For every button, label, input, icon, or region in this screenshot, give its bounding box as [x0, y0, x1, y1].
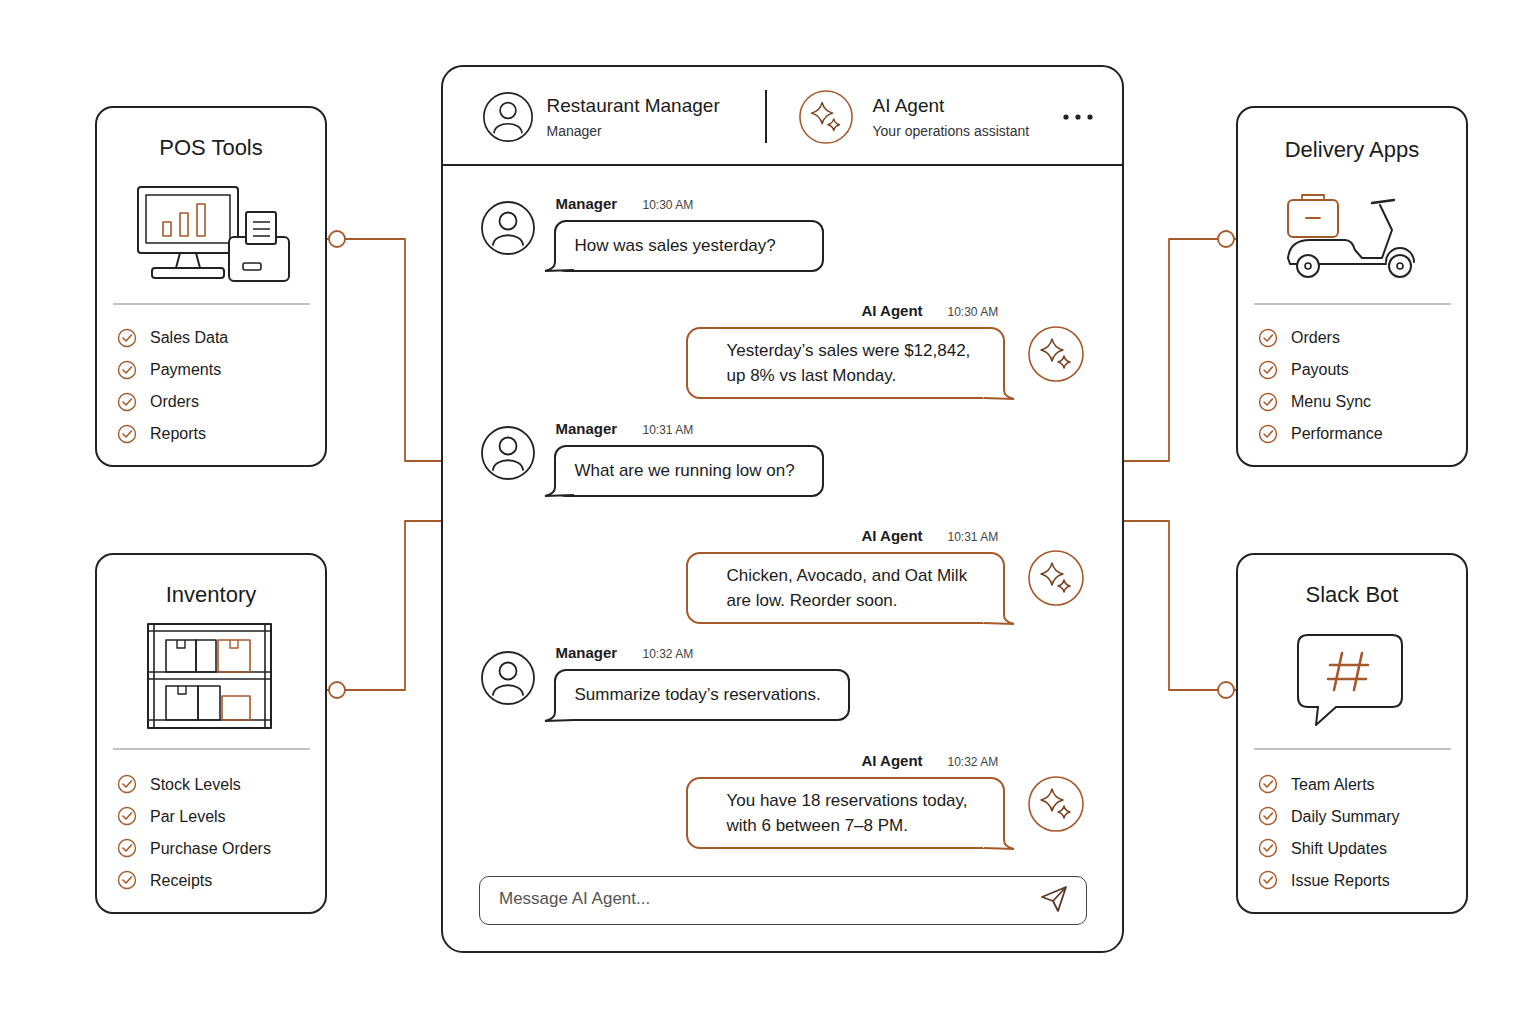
connector-line — [1124, 521, 1236, 690]
integration-card: InventoryStock LevelsPar LevelsPurchase … — [95, 553, 327, 914]
sender-name: AI Agent — [862, 526, 942, 546]
manager-message: Manager10:32 AMSummarize today’s reserva… — [554, 669, 850, 721]
connector-port — [1218, 682, 1234, 698]
user-role: Manager — [547, 122, 747, 140]
message-text: You have 18 reservations today, with 6 b… — [727, 788, 983, 838]
agent-name: AI Agent — [873, 94, 1073, 118]
sender-name: Manager — [556, 419, 636, 439]
capability-item: Menu Sync — [1291, 392, 1461, 412]
sender-name: AI Agent — [862, 301, 942, 321]
message-text: Yesterday’s sales were $12,842, up 8% vs… — [727, 338, 983, 388]
timestamp: 10:32 AM — [948, 754, 1028, 770]
timestamp: 10:31 AM — [948, 529, 1028, 545]
capability-item: Issue Reports — [1291, 871, 1461, 891]
capability-item: Payments — [150, 360, 320, 380]
agent-message: AI Agent10:31 AMChicken, Avocado, and Oa… — [686, 552, 1005, 624]
message-text: How was sales yesterday? — [575, 234, 815, 258]
capability-item: Performance — [1291, 424, 1461, 444]
sender-name: Manager — [556, 643, 636, 663]
message-input: Message AI Agent... — [479, 876, 1087, 925]
connector-line — [327, 239, 441, 461]
message-text: What are we running low on? — [575, 459, 815, 483]
connector-port — [329, 682, 345, 698]
capability-item: Payouts — [1291, 360, 1461, 380]
capability-item: Sales Data — [150, 328, 320, 348]
capability-item: Purchase Orders — [150, 839, 320, 859]
timestamp: 10:32 AM — [643, 646, 723, 662]
timestamp: 10:30 AM — [948, 304, 1028, 320]
sender-name: Manager — [556, 194, 636, 214]
message-text: Chicken, Avocado, and Oat Milk are low. … — [727, 563, 983, 613]
capability-item: Stock Levels — [150, 775, 320, 795]
integration-card: POS ToolsSales DataPaymentsOrdersReports — [95, 106, 327, 467]
connector-line — [1124, 239, 1236, 461]
user-name: Restaurant Manager — [547, 94, 767, 118]
manager-message: Manager10:30 AMHow was sales yesterday? — [554, 220, 824, 272]
connector-port — [1218, 231, 1234, 247]
capability-item: Receipts — [150, 871, 320, 891]
connector-line — [327, 521, 441, 690]
agent-message: AI Agent10:30 AMYesterday’s sales were $… — [686, 327, 1005, 399]
capability-item: Orders — [150, 392, 320, 412]
integration-card: Slack BotTeam AlertsDaily SummaryShift U… — [1236, 553, 1468, 914]
message-text: Summarize today’s reservations. — [575, 683, 841, 707]
integration-card: Delivery AppsOrdersPayoutsMenu SyncPerfo… — [1236, 106, 1468, 467]
capability-item: Daily Summary — [1291, 807, 1461, 827]
card-title: Inventory — [95, 582, 327, 608]
chat-window: Restaurant ManagerManagerAI AgentYour op… — [441, 65, 1124, 953]
timestamp: 10:31 AM — [643, 422, 723, 438]
agent-role: Your operations assistant — [873, 122, 1103, 140]
agent-message: AI Agent10:32 AMYou have 18 reservations… — [686, 777, 1005, 849]
sender-name: AI Agent — [862, 751, 942, 771]
capability-item: Reports — [150, 424, 320, 444]
manager-message: Manager10:31 AMWhat are we running low o… — [554, 445, 824, 497]
input-placeholder: Message AI Agent... — [499, 887, 919, 911]
capability-item: Par Levels — [150, 807, 320, 827]
timestamp: 10:30 AM — [643, 197, 723, 213]
card-title: Slack Bot — [1236, 582, 1468, 608]
capability-item: Shift Updates — [1291, 839, 1461, 859]
card-title: POS Tools — [95, 135, 327, 161]
capability-item: Orders — [1291, 328, 1461, 348]
connector-port — [329, 231, 345, 247]
capability-item: Team Alerts — [1291, 775, 1461, 795]
card-title: Delivery Apps — [1236, 137, 1468, 163]
